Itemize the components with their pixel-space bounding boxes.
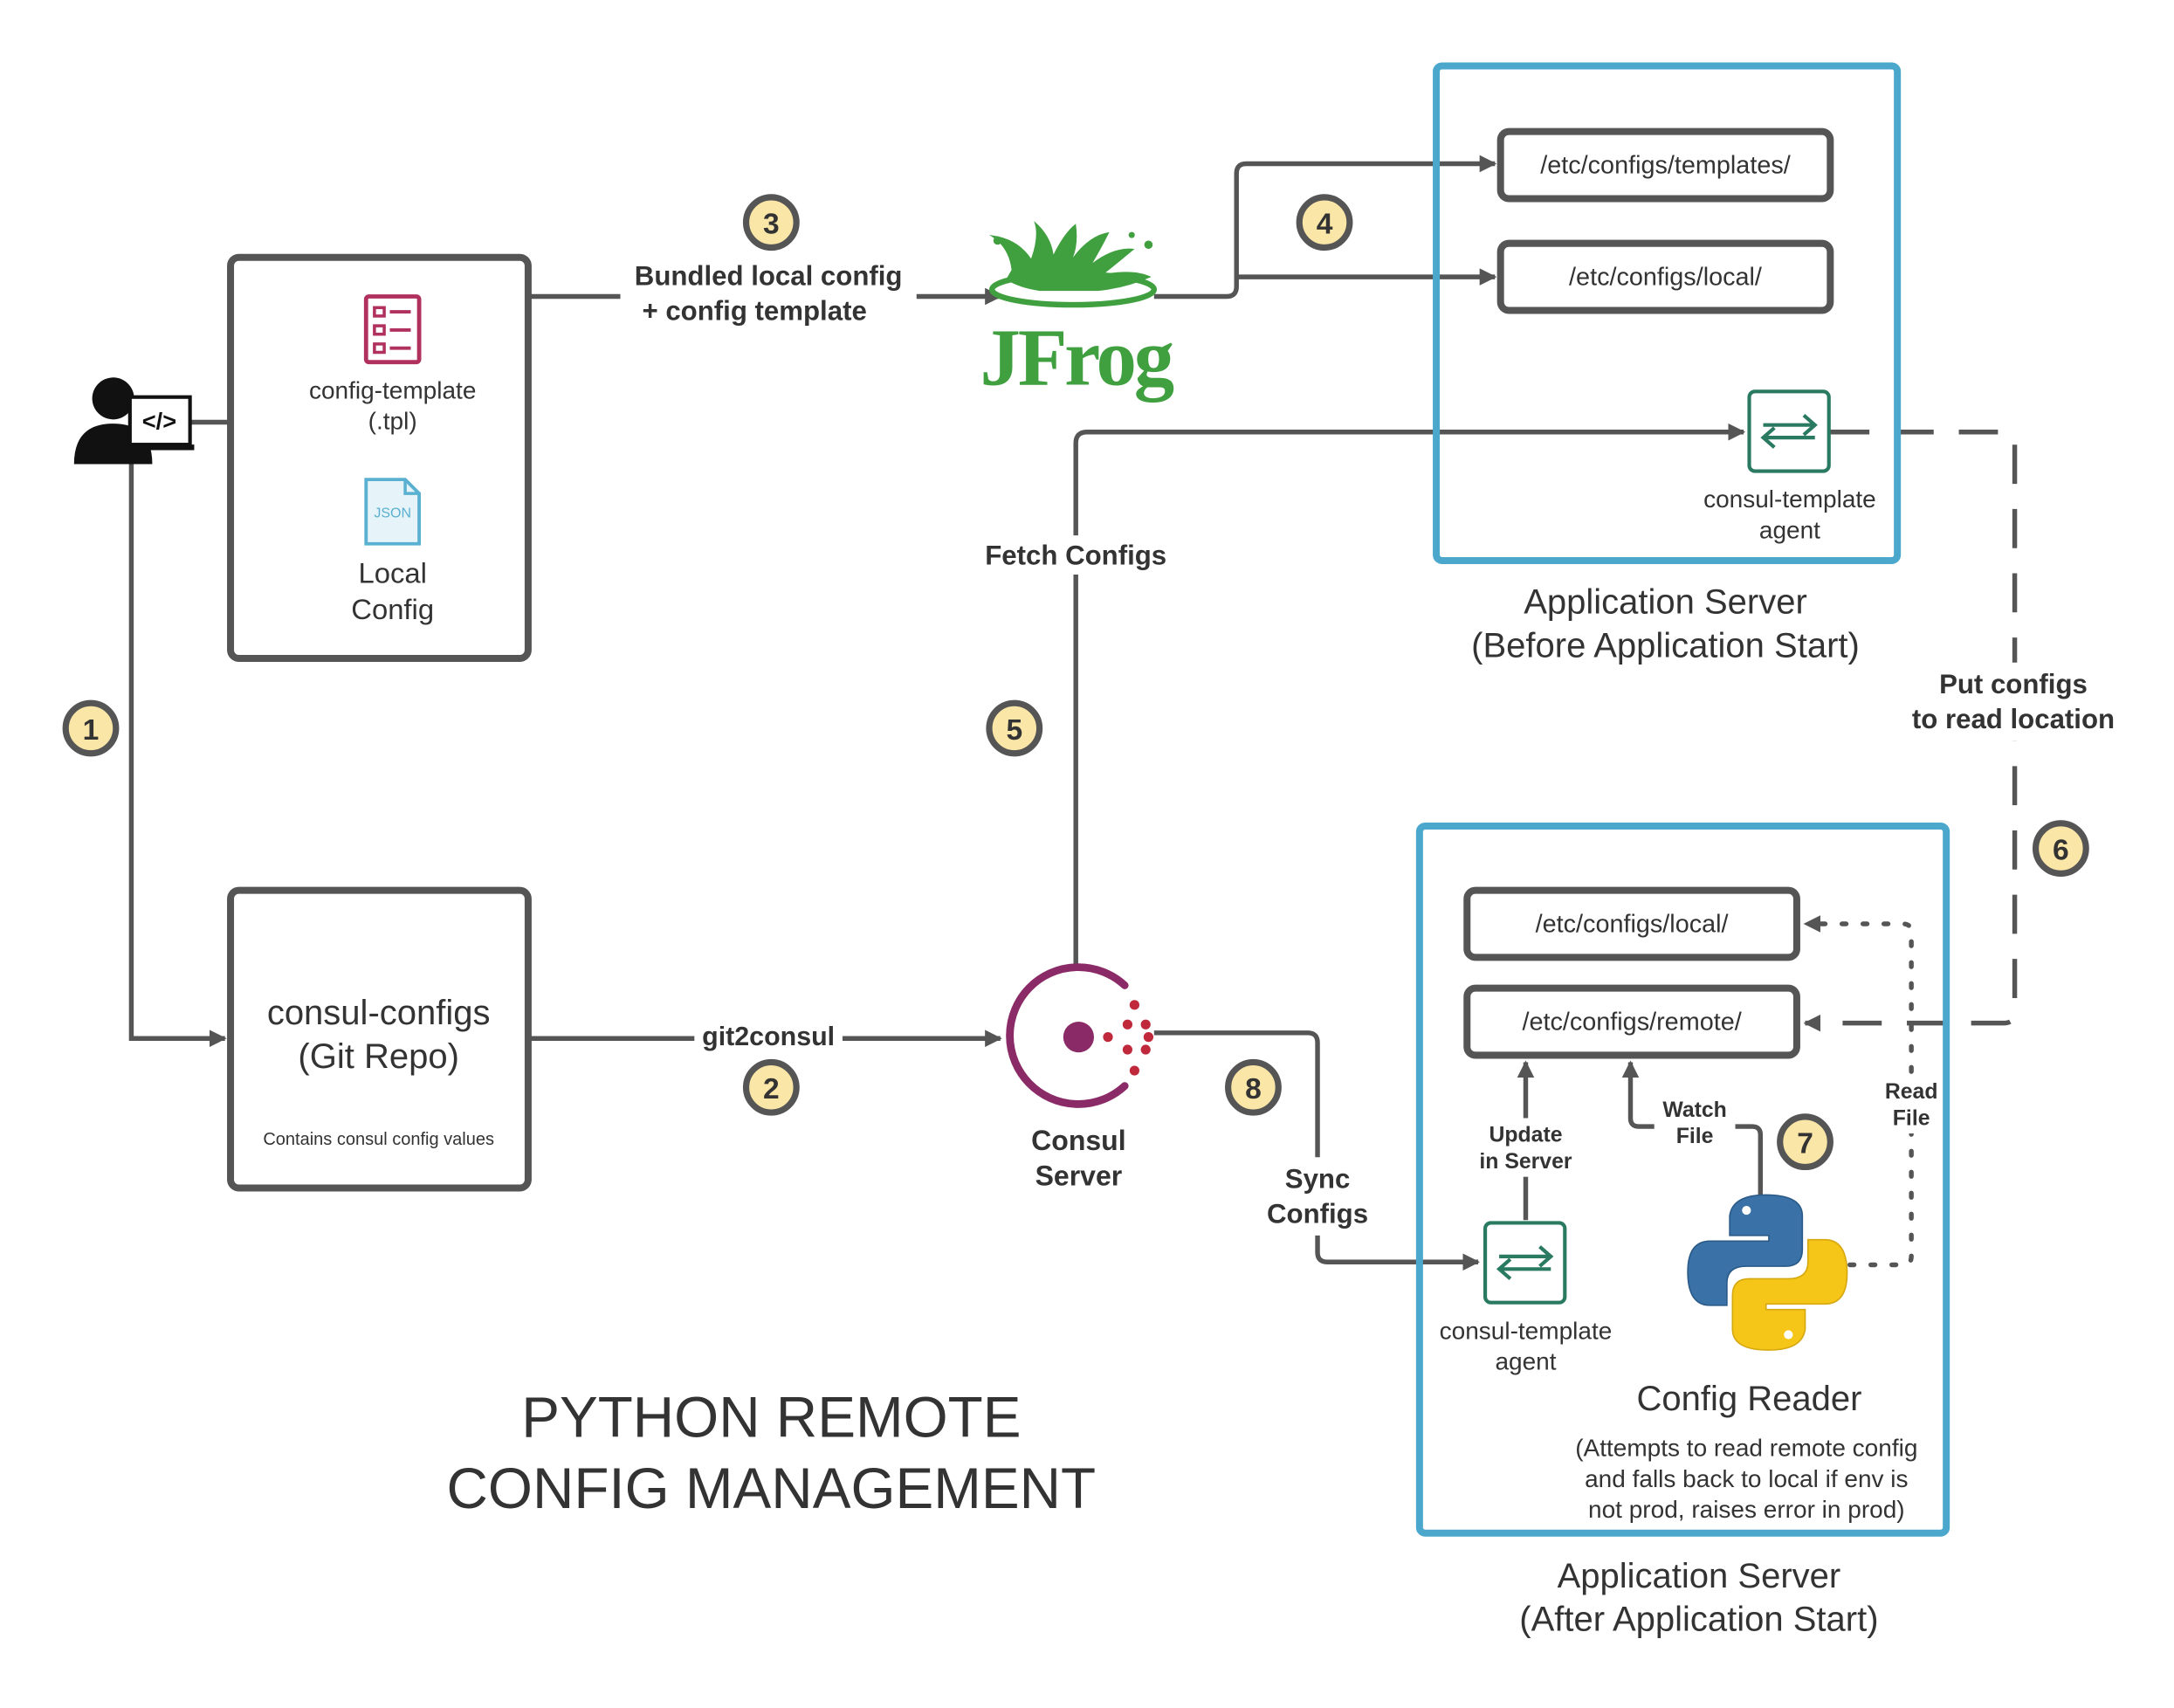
sync-configs-label-2: Configs: [1267, 1198, 1368, 1229]
consul-logo-icon: [1006, 963, 1154, 1108]
read-file-label: Read: [1885, 1080, 1938, 1104]
step-badge-2: 2: [742, 1058, 800, 1116]
agent-after-label: consul-template: [1440, 1317, 1613, 1344]
git2consul-label: git2consul: [702, 1022, 835, 1051]
update-label-2: in Server: [1479, 1150, 1572, 1174]
agent-before-label: consul-template: [1703, 486, 1876, 513]
app-server-before: [1433, 62, 1902, 564]
python-logo-icon: [1687, 1194, 1848, 1351]
path-box-local-after: [1463, 886, 1800, 961]
sync-configs-label: Sync: [1285, 1163, 1351, 1194]
path-local-after: /etc/configs/local/: [1536, 911, 1729, 939]
config-reader-desc-2: and falls back to local if env is: [1585, 1465, 1908, 1492]
server-before-caption: Application Server: [1524, 583, 1807, 622]
watch-file-label: Watch: [1662, 1098, 1726, 1122]
svg-text:5: 5: [1006, 714, 1022, 747]
update-label: Update: [1489, 1124, 1562, 1147]
agent-before-label-2: agent: [1759, 516, 1820, 543]
diagram-title-line2: CONFIG MANAGEMENT: [447, 1457, 1097, 1520]
path-box-remote: [1463, 984, 1800, 1059]
step-badge-6: 6: [2032, 820, 2089, 878]
jfrog-logo: JFrog: [980, 221, 1177, 403]
app-server-after: [1415, 822, 1950, 1537]
fetch-configs-label: Fetch Configs: [985, 541, 1166, 571]
path-remote: /etc/configs/remote/: [1522, 1009, 1741, 1037]
path-templates: /etc/configs/templates/: [1540, 152, 1791, 180]
config-reader-desc-1: (Attempts to read remote config: [1575, 1435, 1917, 1462]
json-icon-text: JSON: [374, 506, 411, 520]
svg-text:3: 3: [763, 208, 780, 240]
step-badge-8: 8: [1225, 1058, 1282, 1116]
server-after-caption-2: (After Application Start): [1519, 1601, 1878, 1639]
svg-text:4: 4: [1317, 208, 1333, 240]
step-badge-7: 7: [1777, 1113, 1833, 1171]
path-box-templates: [1496, 127, 1834, 203]
git-repo-note: Contains consul config values: [263, 1130, 494, 1149]
sync-arrows-icon: [1483, 1221, 1567, 1305]
put-configs-label-2: to read location: [1912, 704, 2115, 734]
step-badge-5: 5: [986, 699, 1043, 757]
consul-to-agent-sync-arrow: [1153, 1030, 1481, 1271]
config-reader-desc-3: not prod, raises error in prod): [1588, 1496, 1905, 1523]
bundled-label-2: + config template: [642, 296, 866, 327]
jfrog-to-templates-arrow: [1153, 155, 1497, 300]
consul-label-2: Server: [1035, 1160, 1123, 1191]
json-file-icon: JSON: [364, 478, 421, 546]
svg-text:7: 7: [1797, 1127, 1813, 1160]
watch-file-label-2: File: [1676, 1125, 1714, 1148]
path-local-before: /etc/configs/local/: [1569, 264, 1762, 292]
svg-text:8: 8: [1245, 1073, 1262, 1105]
svg-text:1: 1: [83, 714, 100, 747]
step-badge-1: 1: [62, 699, 120, 757]
sync-arrows-icon: [1747, 389, 1831, 473]
config-template-label: config-template: [309, 376, 476, 403]
step-badge-4: 4: [1296, 194, 1353, 251]
diagram-title-line1: PYTHON REMOTE: [521, 1385, 1021, 1449]
svg-text:2: 2: [763, 1073, 780, 1105]
config-reader-title: Config Reader: [1637, 1380, 1862, 1418]
local-config-label-2: Config: [351, 593, 434, 625]
put-configs-label: Put configs: [1939, 669, 2088, 699]
jfrog-logo-text: JFrog: [980, 313, 1174, 403]
read-file-label-2: File: [1893, 1106, 1930, 1130]
step-badge-3: 3: [742, 194, 800, 251]
bundled-label: Bundled local config: [635, 261, 903, 292]
local-config-label: Local: [358, 557, 426, 589]
list-file-icon: [363, 294, 422, 365]
server-before-caption-2: (Before Application Start): [1471, 626, 1860, 665]
consul-label: Consul: [1031, 1125, 1125, 1156]
config-template-ext-label: (.tpl): [368, 408, 417, 435]
svg-text:6: 6: [2053, 834, 2069, 866]
bundle-box: [227, 253, 532, 662]
developer-laptop-icon: </>: [73, 377, 195, 465]
agent-after-label-2: agent: [1495, 1347, 1556, 1374]
code-glyph: </>: [142, 408, 176, 435]
server-after-caption: Application Server: [1558, 1557, 1841, 1595]
git-repo-box: [227, 886, 532, 1192]
path-box-local-before: [1496, 239, 1834, 314]
git-repo-subtitle: (Git Repo): [298, 1037, 458, 1076]
dev-to-repo-arrow: [128, 464, 227, 1048]
git-repo-title: consul-configs: [267, 994, 491, 1032]
consul-to-agent-fetch-arrow: [1073, 423, 1746, 965]
